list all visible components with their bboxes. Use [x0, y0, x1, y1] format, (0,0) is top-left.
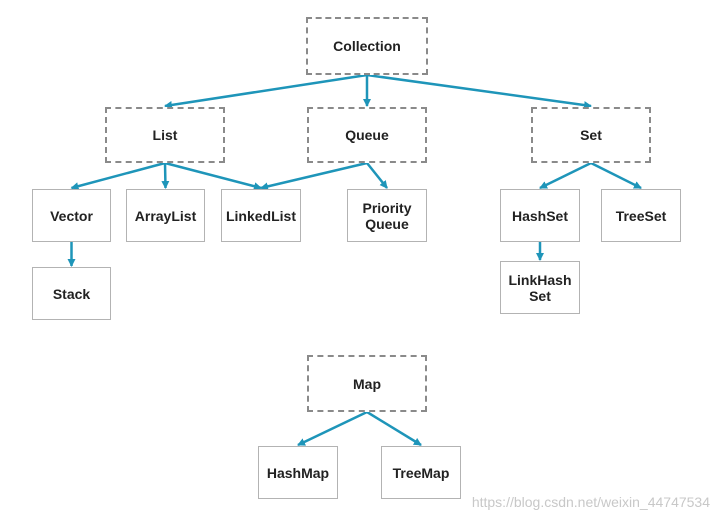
edge-map-to-hashmap [297, 410, 368, 447]
node-arraylist: ArrayList [126, 189, 205, 242]
edge-queue-to-priority_queue [366, 162, 388, 189]
edge-set-to-hashset [539, 161, 592, 190]
node-linkhashset: LinkHash Set [500, 261, 580, 314]
node-treemap: TreeMap [381, 446, 461, 499]
edge-collection-to-list [164, 73, 368, 109]
node-stack: Stack [32, 267, 111, 320]
edge-set-to-treeset [590, 161, 642, 190]
edge-queue-to-linkedlist [260, 161, 368, 191]
edge-list-to-arraylist [161, 162, 170, 189]
edge-list-to-vector [70, 161, 166, 191]
node-hashset: HashSet [500, 189, 580, 242]
node-list: List [105, 107, 225, 163]
node-collection: Collection [306, 17, 428, 75]
edge-list-to-linkedlist [164, 161, 262, 191]
node-vector: Vector [32, 189, 111, 242]
node-set: Set [531, 107, 651, 163]
node-treeset: TreeSet [601, 189, 681, 242]
edge-map-to-treemap [366, 410, 422, 447]
node-queue: Queue [307, 107, 427, 163]
node-hashmap: HashMap [258, 446, 338, 499]
node-linkedlist: LinkedList [221, 189, 301, 242]
edge-collection-to-set [366, 73, 592, 110]
node-priority-queue: Priority Queue [347, 189, 427, 242]
node-map: Map [307, 355, 427, 412]
watermark: https://blog.csdn.net/weixin_44747534 [471, 494, 710, 510]
